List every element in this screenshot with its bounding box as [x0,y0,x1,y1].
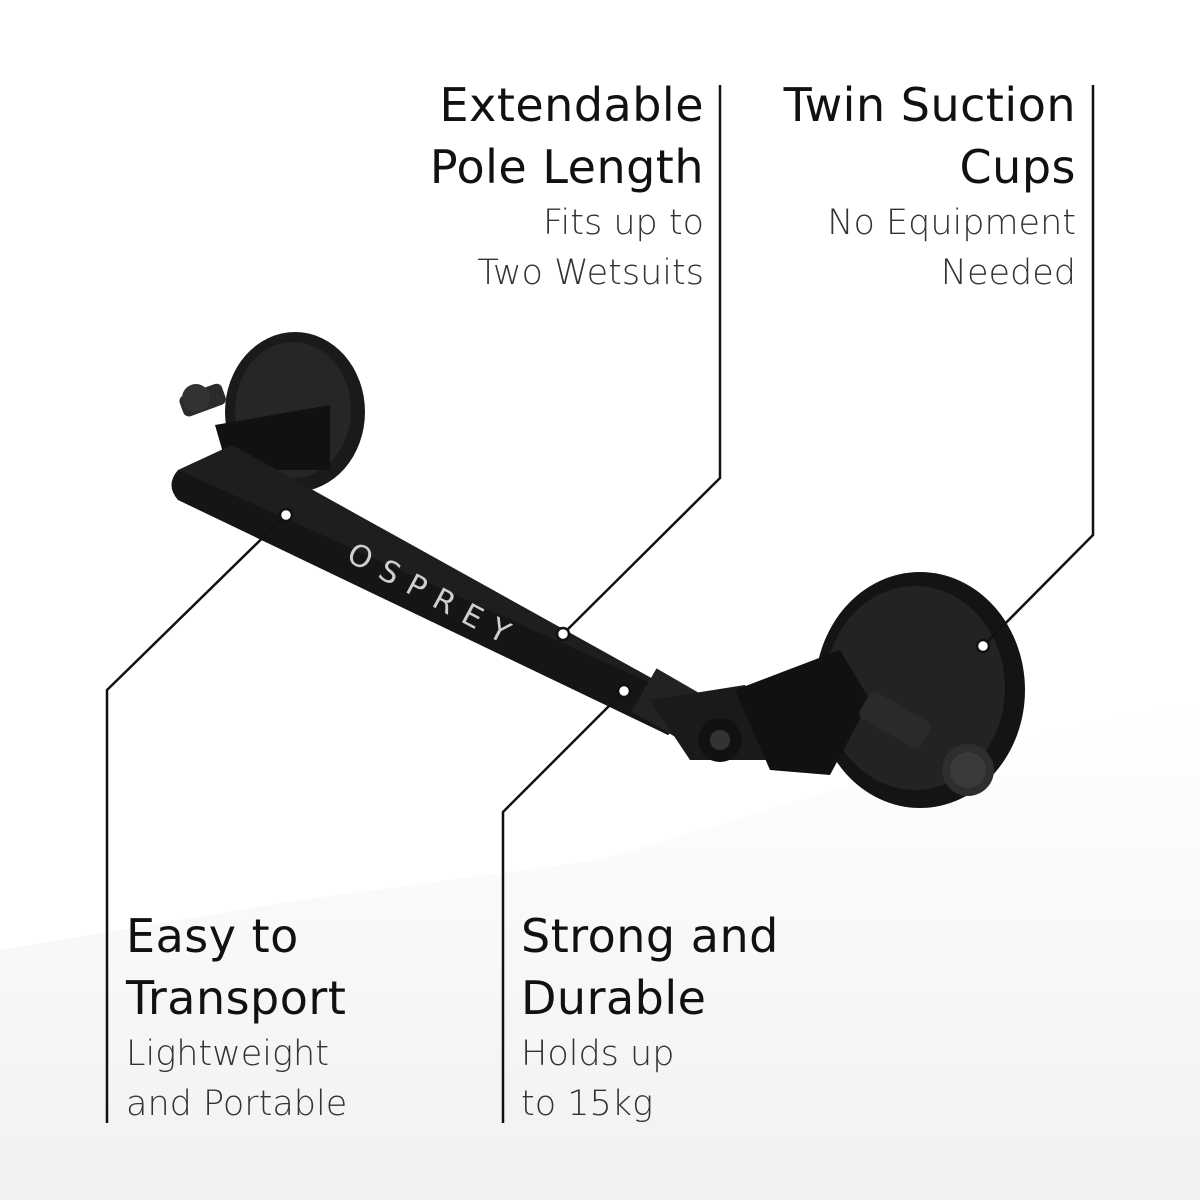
callout-transport: Easy to Transport Lightweight and Portab… [126,905,347,1129]
callout-subtitle: to 15kg [521,1084,654,1124]
callout-title: Transport [126,971,347,1025]
callout-suction: Twin Suction Cups No Equipment Needed [784,74,1076,298]
callout-title: Extendable [439,78,704,132]
callout-title: Durable [521,971,707,1025]
transport-leader-line [105,514,287,1123]
callout-title: Pole Length [429,140,704,194]
durable-leader-line [501,690,625,1123]
suction-leader-line [982,85,1095,647]
callout-extendable: Extendable Pole Length Fits up to Two We… [430,74,704,298]
callout-subtitle: Needed [940,253,1076,293]
pole [171,445,770,762]
extendable-dot [555,626,571,642]
suction-dot [975,638,991,654]
callout-subtitle: Lightweight [126,1034,329,1074]
durable-dot [616,683,632,699]
callout-subtitle: Holds up [521,1034,675,1074]
callout-title: Cups [959,140,1076,194]
callout-title: Twin Suction [783,78,1076,132]
callout-subtitle: Fits up to [542,203,704,243]
right-suction-cup [735,572,1025,808]
callout-title: Strong and [521,909,779,963]
callout-title: Easy to [126,909,299,963]
callout-durable: Strong and Durable Holds up to 15kg [521,905,779,1129]
extendable-leader-line [562,85,722,635]
left-suction-cup [179,332,365,492]
callout-subtitle: No Equipment [827,203,1076,243]
callout-subtitle: Two Wetsuits [477,253,704,293]
callout-subtitle: and Portable [126,1084,348,1124]
transport-dot [278,507,294,523]
